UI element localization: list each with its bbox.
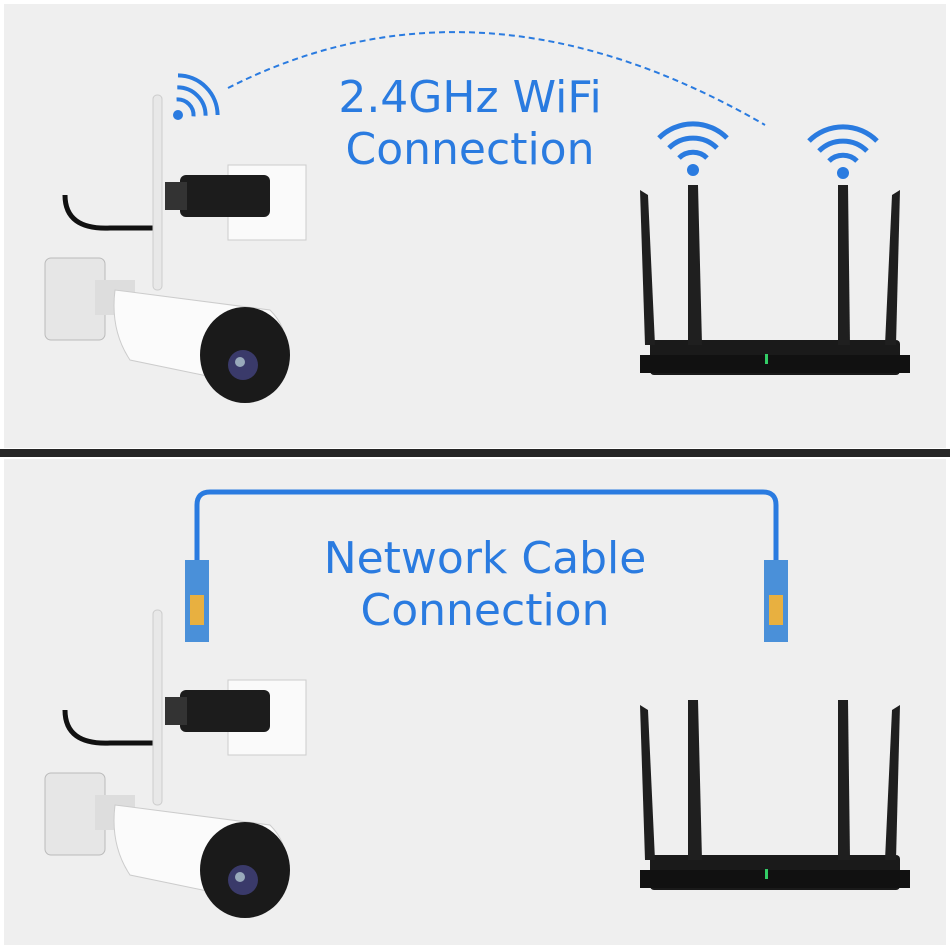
- router-icon: [640, 185, 910, 375]
- wifi-signal-arc: [227, 31, 766, 126]
- ethernet-plug-icon: [764, 560, 788, 642]
- wifi-caption-line1: 2.4GHz WiFi: [338, 72, 602, 123]
- camera-icon: [45, 95, 306, 403]
- wifi-icon: [659, 124, 727, 176]
- wifi-caption-line2: Connection: [345, 124, 595, 175]
- wifi-caption: 2.4GHz WiFi Connection: [300, 72, 640, 176]
- wifi-icon: [809, 127, 877, 179]
- divider: [0, 449, 950, 457]
- cable-caption-line2: Connection: [360, 585, 610, 636]
- network-cable: [194, 489, 779, 565]
- camera-icon: [45, 610, 306, 918]
- cable-caption-line1: Network Cable: [323, 533, 647, 584]
- router-icon: [640, 700, 910, 890]
- ethernet-plug-icon: [185, 560, 209, 642]
- cable-caption: Network Cable Connection: [280, 533, 690, 637]
- wifi-icon: [173, 73, 220, 120]
